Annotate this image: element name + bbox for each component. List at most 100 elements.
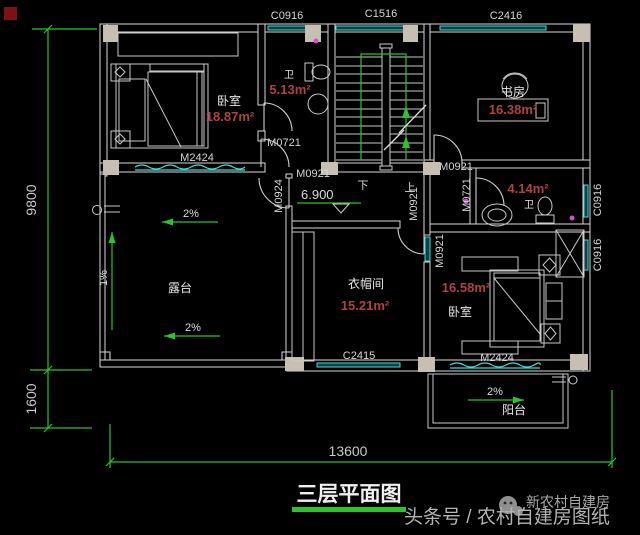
toilet-top <box>304 62 331 82</box>
area-label-cloakroom: 15.21m² <box>341 298 390 313</box>
area-label-bedroom-nw: 18.87m² <box>206 109 255 124</box>
slope-arrow-icon <box>162 218 173 226</box>
wechat-icon <box>499 496 517 514</box>
room-label-bath-top: 卫 <box>284 70 294 81</box>
watermark-sub: 新农村自建房 <box>526 494 610 510</box>
slope-arrow-icon <box>513 396 524 404</box>
title-block: 三层平面图 <box>292 483 406 512</box>
slope-arrow-icon <box>108 232 116 243</box>
nightstand <box>110 63 131 149</box>
door-label-m0921-hall: M0921 <box>296 168 330 180</box>
window-label-c2415: C2415 <box>343 350 375 362</box>
door-label-m2424-se: M2424 <box>480 352 514 364</box>
door-label-m0921-study: M0921 <box>439 161 473 173</box>
door-m0721-top <box>263 102 293 132</box>
sliding-door-m2424-nw <box>134 164 246 171</box>
wardrobe-nw <box>117 32 239 57</box>
sink-right <box>481 203 513 227</box>
room-label-study: 书房 <box>501 84 525 99</box>
room-label-bedroom-nw: 卧室 <box>217 93 241 108</box>
window-c2415 <box>316 362 401 368</box>
door-m0921-cloak-leaf <box>424 236 431 262</box>
balcony-drain-icon <box>552 375 578 385</box>
sink-top <box>307 93 329 115</box>
doors <box>258 102 505 255</box>
toilet-right <box>535 196 555 224</box>
door-label-m0921-cloak: M0921 <box>434 234 446 268</box>
window-c0916-right-upper <box>583 184 589 218</box>
slope-arrow-icon <box>164 332 175 340</box>
window-label-c2416: C2416 <box>490 10 522 22</box>
area-label-bath-right: 4.14m² <box>507 181 549 196</box>
furniture <box>92 32 585 385</box>
window-c1516 <box>335 25 405 31</box>
wechat-icon-eye <box>503 501 507 505</box>
room-label-bedroom-se: 卧室 <box>448 304 472 319</box>
slope-label-terrace-lower: 2% <box>185 322 201 334</box>
fixture-dot <box>569 215 575 221</box>
area-label-study: 16.38m² <box>489 102 538 117</box>
desk-study <box>477 72 549 122</box>
window-label-c0916-right-lower: C0916 <box>592 239 604 271</box>
door-m0921-hall <box>260 138 290 168</box>
door-m0721-right <box>475 177 505 207</box>
slope-label-balcony: 2% <box>487 386 503 398</box>
balcony-parapet <box>427 373 569 429</box>
staircase <box>336 43 427 171</box>
walls <box>99 23 591 372</box>
watermark-main: 头条号 / 农村自建房图纸 <box>404 506 610 528</box>
stair-rail <box>381 45 391 169</box>
dim-height-lower: 1600 <box>23 383 39 414</box>
dim-width-total: 13600 <box>329 443 368 459</box>
watermark: 新农村自建房 头条号 / 农村自建房图纸 <box>404 494 610 528</box>
area-label-bedroom-se: 16.58m² <box>442 280 491 295</box>
fixture-dot <box>463 198 469 204</box>
bed-se <box>461 254 563 355</box>
door-label-m2424-nw: M2424 <box>180 152 214 164</box>
stair-up-label: 上 <box>405 181 416 194</box>
title-underline <box>292 507 406 512</box>
room-label-terrace: 露台 <box>168 280 192 295</box>
window-label-c1516: C1516 <box>365 8 397 20</box>
door-label-m0721-top: M0721 <box>267 137 301 149</box>
wechat-icon-eye <box>509 501 513 505</box>
terrace-drain-icon <box>92 205 120 215</box>
room-label-bath-right: 卫 <box>524 200 534 211</box>
corner-mark <box>4 7 17 20</box>
fixture-dot <box>313 38 319 44</box>
wechat-icon <box>513 506 523 516</box>
slope-label-terrace-left: 1% <box>98 270 110 286</box>
window-label-c0916-right-upper: C0916 <box>592 184 604 216</box>
door-m0924-terrace <box>258 177 290 209</box>
window-c2416 <box>439 25 547 31</box>
level-marker: 6.900 <box>297 187 361 214</box>
wardrobe-cloakroom <box>291 231 315 362</box>
dim-height-total: 9800 <box>23 184 39 215</box>
sliding-door-m2424-se <box>449 362 541 369</box>
window-c0916-right-lower <box>583 239 589 271</box>
page-title: 三层平面图 <box>297 483 402 506</box>
level-triangle-icon <box>331 203 351 214</box>
stair-arrow-icon <box>402 136 410 148</box>
door-label-m0721-right: M0721 <box>461 178 473 212</box>
window-label-c0916-top: C0916 <box>271 10 303 22</box>
door-label-m0924: M0924 <box>273 179 285 213</box>
shaft-flue <box>555 229 585 278</box>
stair-down-label: 下 <box>358 180 369 192</box>
columns <box>103 24 590 372</box>
slope-label-terrace-upper: 2% <box>183 208 199 220</box>
door-label-m0921-stair: M0921 <box>408 187 420 221</box>
labels: C0916 C1516 C2416 C0916 C0916 C2415 M242… <box>98 8 604 417</box>
slope-arrows <box>108 218 524 404</box>
bed-nw <box>115 63 209 149</box>
level-value: 6.900 <box>301 187 334 202</box>
stair-arrow-icon <box>402 106 410 118</box>
area-label-bath-top: 5.13m² <box>269 82 311 97</box>
door-cloakroom-entry <box>397 227 425 255</box>
window-c0916-top <box>267 25 307 31</box>
door-m0921-study <box>433 134 463 164</box>
dimension-lines: 9800 1600 13600 <box>23 24 617 468</box>
room-label-balcony: 阳台 <box>502 402 526 417</box>
